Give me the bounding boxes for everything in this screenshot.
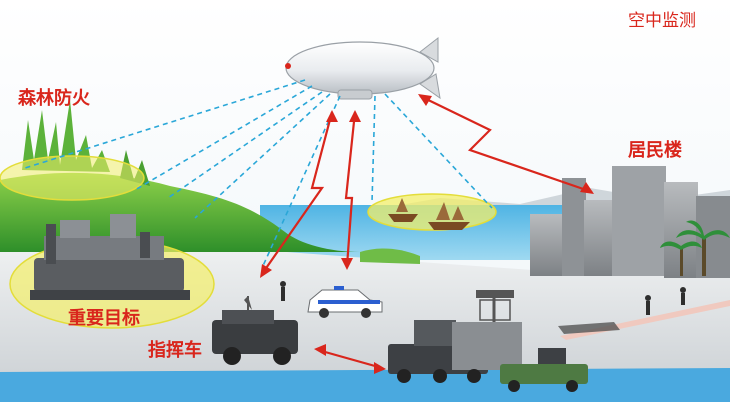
dashed-links [24, 79, 493, 269]
truck-convoy-icon [388, 320, 588, 392]
person-icon [280, 281, 686, 315]
city-buildings-icon [530, 166, 730, 278]
crosswalk [558, 322, 620, 334]
police-car-icon [307, 286, 383, 318]
key-target-label: 重要目标 [68, 308, 140, 329]
command-vehicle-label: 指挥车 [148, 340, 202, 361]
sea-foreground [0, 368, 730, 402]
diagram-title: 空中监测 [628, 11, 696, 31]
palm-tree-icon [660, 220, 730, 276]
residential-building-label: 居民楼 [628, 140, 682, 161]
airship-icon [285, 36, 441, 100]
boats-icon [388, 198, 470, 230]
red-arrows [261, 95, 593, 370]
command-vehicle-icon [212, 296, 298, 365]
forest-highlight [0, 155, 145, 201]
forest-fire-label: 森林防火 [18, 88, 90, 109]
arrow-heads [260, 94, 594, 374]
ship-icon [30, 214, 190, 300]
